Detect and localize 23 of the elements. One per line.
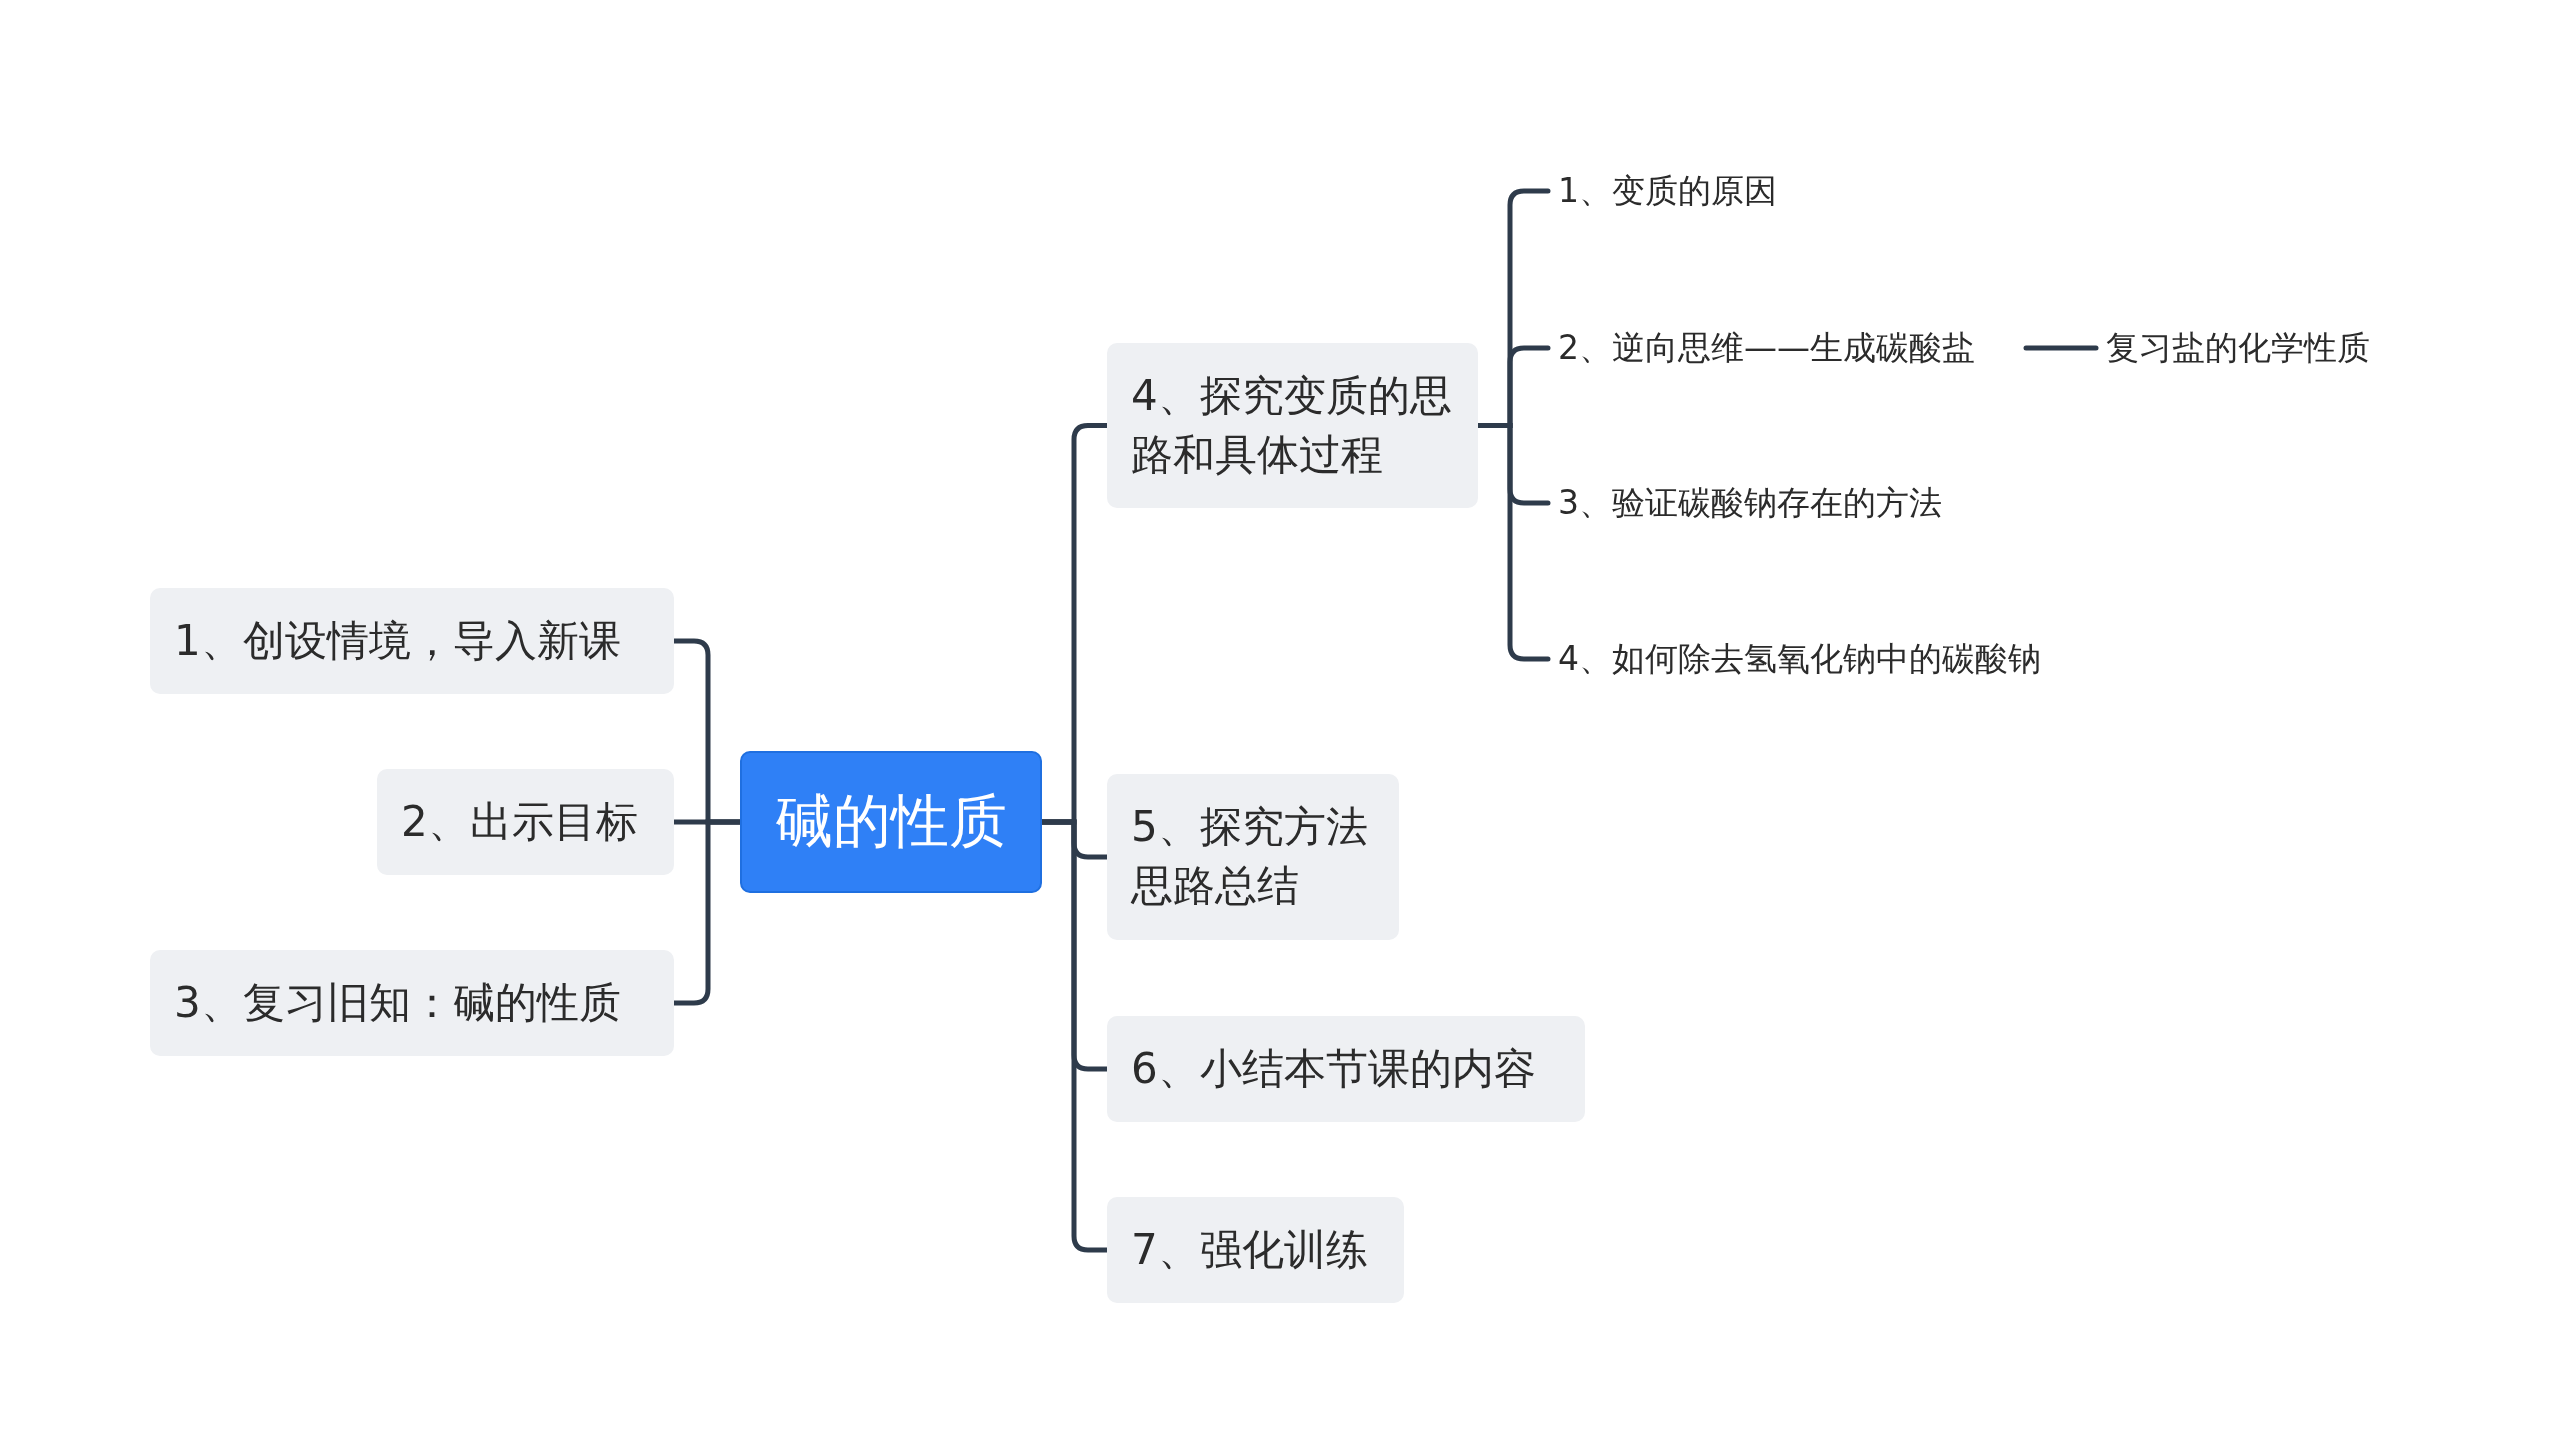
topic-box <box>1107 343 1478 508</box>
connector-line <box>1475 423 1551 662</box>
central-topic-box <box>740 751 1042 893</box>
topic-label: 2、出示目标 <box>401 795 638 848</box>
topic-box <box>377 769 674 875</box>
topic-label: 碱的性质 <box>775 786 1007 858</box>
subtopic-label: 3、验证碳酸钠存在的方法 <box>1548 477 2068 529</box>
topic-label: 6、小结本节课的内容 <box>1131 1042 1536 1095</box>
connector-line <box>2023 345 2099 351</box>
subtopic-label: 1、变质的原因 <box>1548 165 1968 217</box>
topic-box <box>1107 774 1399 940</box>
topic-box <box>1107 1016 1585 1122</box>
topic-label: 1、创设情境，导入新课 <box>174 614 621 667</box>
topic-label: 4、探究变质的思路和具体过程 <box>1131 369 1453 481</box>
subtopic-label: 2、逆向思维——生成碳酸盐 <box>1548 322 2026 374</box>
topic-box <box>1107 1197 1404 1303</box>
subtopic-label: 4、如何除去氢氧化钠中的碳酸钠 <box>1548 633 2108 685</box>
subtopic-label: 复习盐的化学性质 <box>2096 322 2436 374</box>
topic-label: 5、探究方法思路总结 <box>1131 801 1369 912</box>
topic-box <box>150 950 674 1056</box>
topic-box <box>150 588 674 694</box>
topic-label: 7、强化训练 <box>1131 1223 1368 1276</box>
topic-label: 3、复习旧知：碱的性质 <box>174 976 621 1029</box>
